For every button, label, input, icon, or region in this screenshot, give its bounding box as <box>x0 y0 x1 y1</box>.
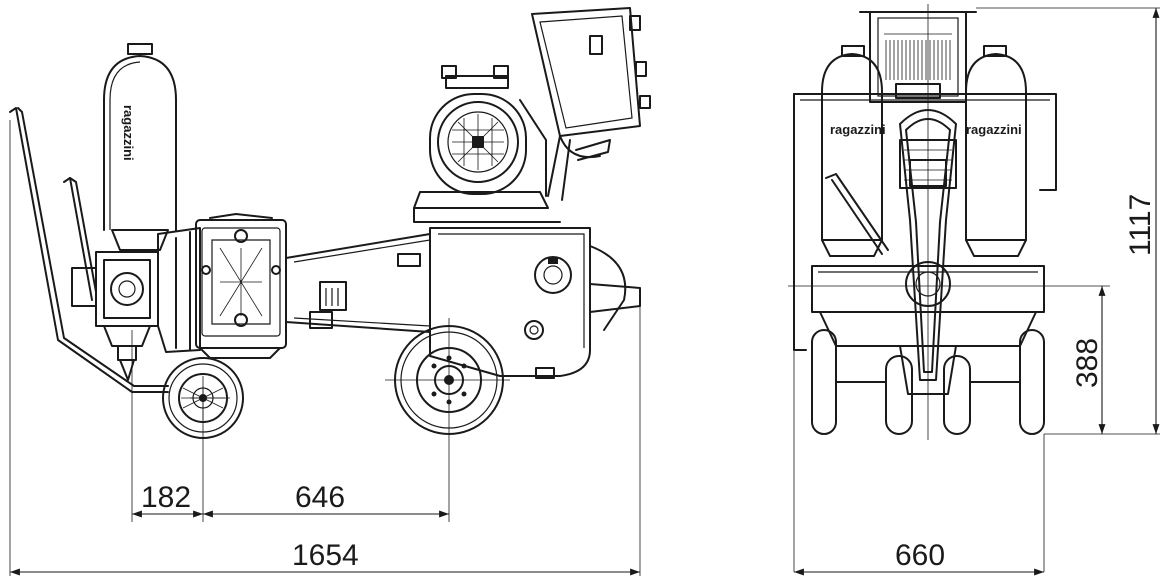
push-handle <box>9 107 169 393</box>
main-body <box>429 227 641 379</box>
front-tanks: ragazzini ragazzini <box>821 45 1027 257</box>
electric-motor <box>413 65 561 223</box>
gearbox <box>157 213 287 359</box>
dimension-lines <box>9 8 1160 576</box>
dim-rear-overhang: 182 <box>141 481 191 514</box>
dim-front-width: 660 <box>895 539 945 572</box>
frame-boom <box>285 233 431 333</box>
front-view: ragazzini ragazzini <box>788 4 1160 572</box>
brand-label-left: ragazzini <box>830 122 886 137</box>
brand-label-side: ragazzini <box>121 105 136 161</box>
dimension-labels: 182 646 1654 660 388 1117 <box>141 194 1157 572</box>
control-box-icon <box>531 7 651 201</box>
front-control-box <box>859 11 977 103</box>
motor-fan-icon <box>447 111 509 173</box>
dim-axle-height: 388 <box>1071 338 1104 388</box>
pump-head <box>71 251 159 381</box>
front-handle <box>825 109 957 381</box>
dim-total-length: 1654 <box>292 539 359 572</box>
front-wheels <box>811 329 1045 435</box>
svg-text:ragazzini: ragazzini <box>121 105 136 161</box>
side-view: ragazzini <box>9 7 651 522</box>
accumulator-tank: ragazzini <box>103 43 177 251</box>
brand-label-right: ragazzini <box>966 122 1022 137</box>
dim-wheelbase: 646 <box>295 481 345 514</box>
dim-total-height: 1117 <box>1124 194 1157 256</box>
